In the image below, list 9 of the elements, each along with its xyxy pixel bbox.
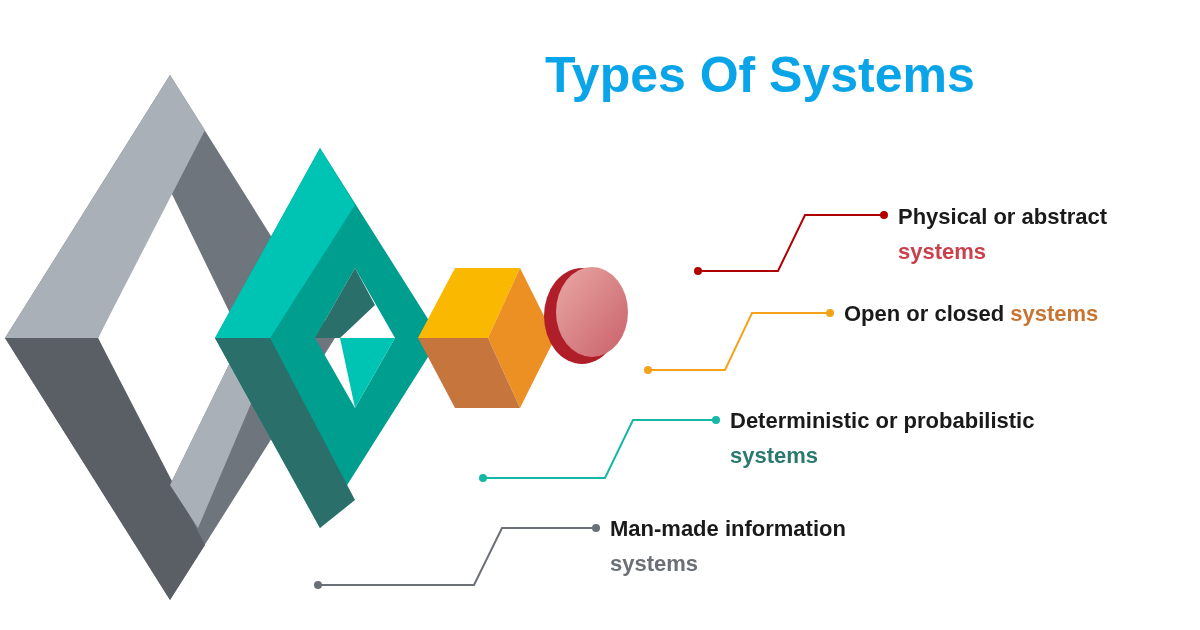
leader-line <box>314 524 600 589</box>
leader-line <box>479 416 720 482</box>
system-type-label: Physical or abstract systems <box>898 203 1109 266</box>
system-type-label: Open or closed systems <box>844 300 1100 328</box>
leader-line <box>694 211 888 275</box>
leader-line <box>644 309 834 374</box>
system-type-label: Man-made information systems <box>610 515 847 578</box>
title: Types Of Systems <box>545 46 975 105</box>
system-type-label: Deterministic or probabilistic systems <box>730 407 1036 470</box>
